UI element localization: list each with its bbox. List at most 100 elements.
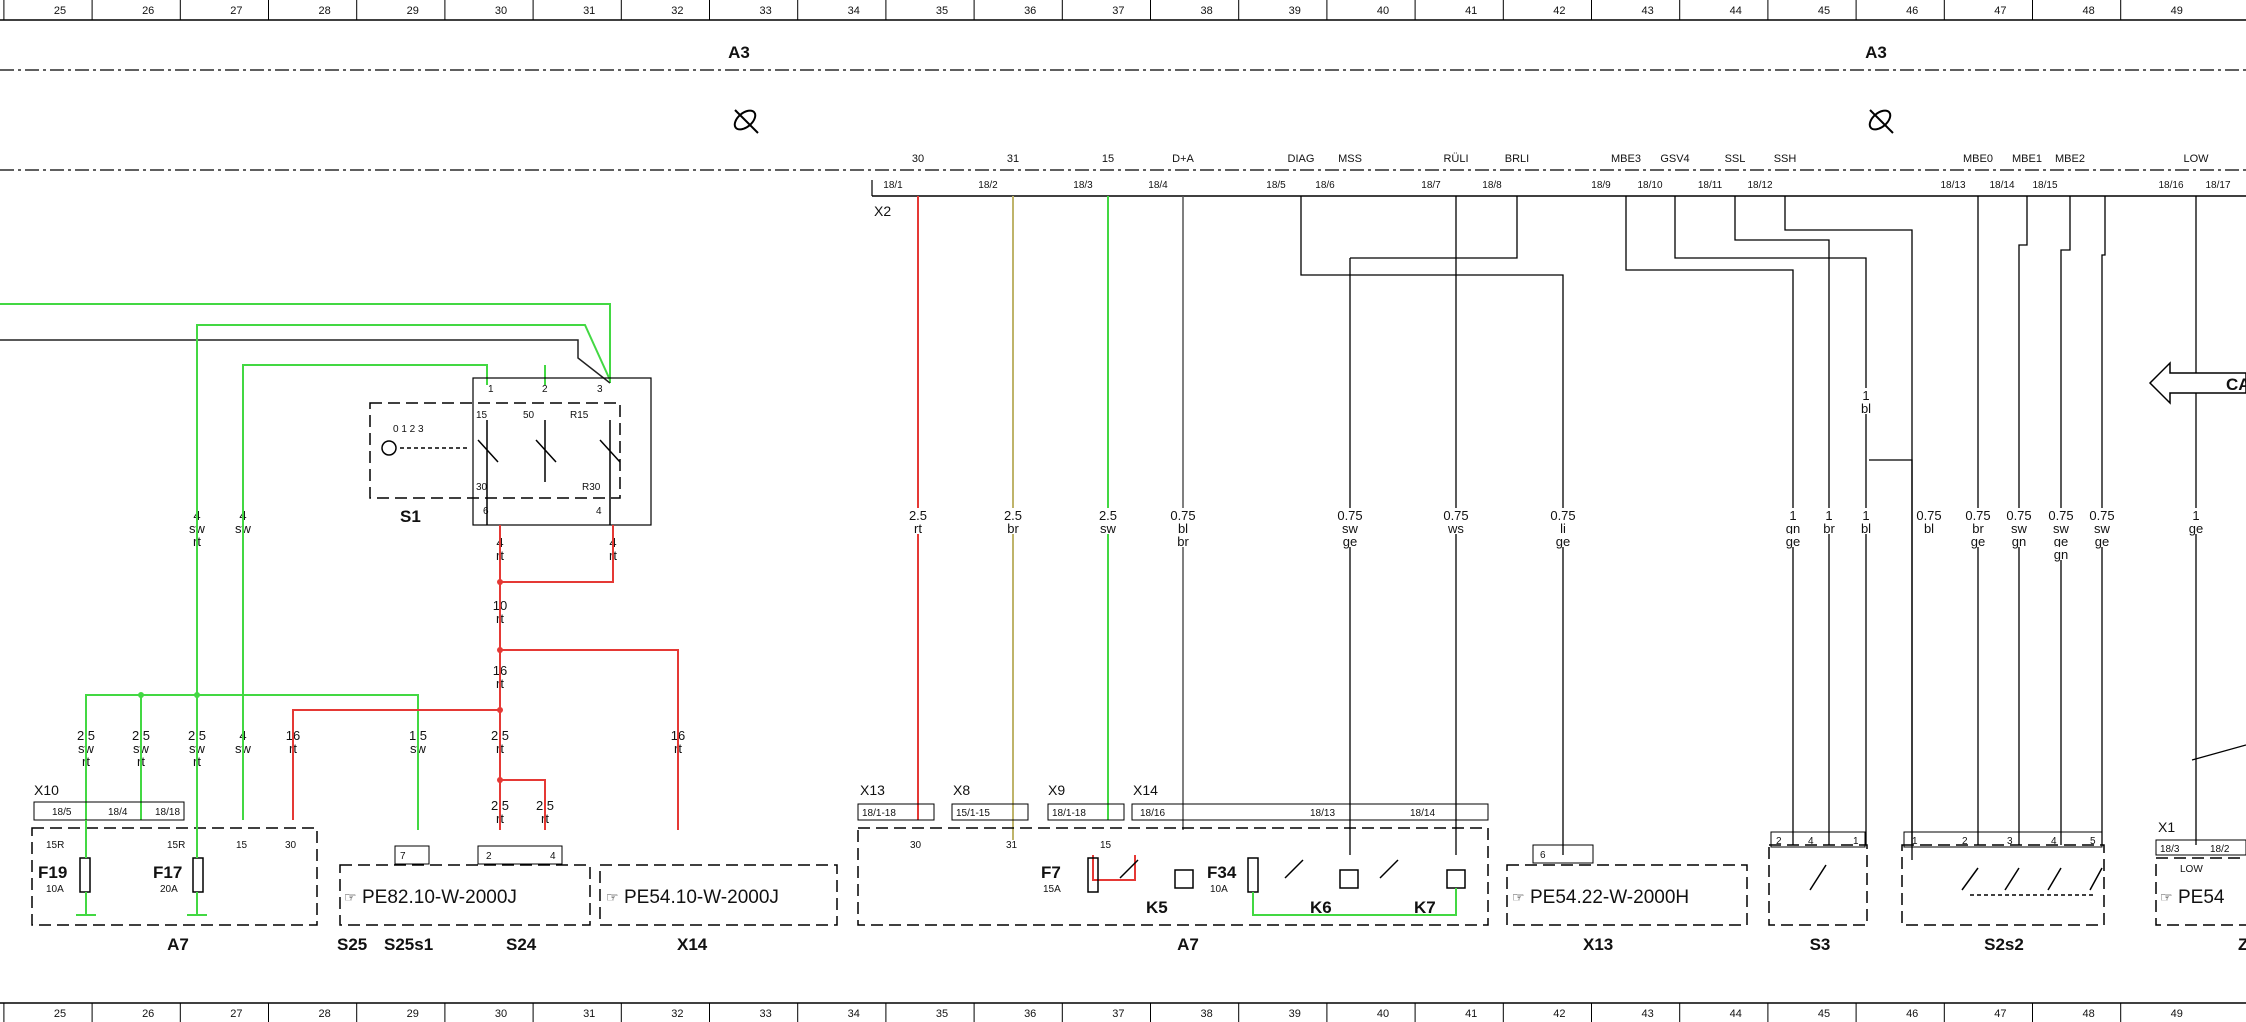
fuse-name: F7 [1041, 863, 1061, 882]
grid-number: 49 [2171, 5, 2183, 17]
grid-number: 30 [495, 1008, 507, 1020]
wire-label-text: bl [1861, 401, 1871, 416]
wire-label-bg [1967, 508, 1989, 521]
grid-number: 47 [1994, 1008, 2006, 1020]
component-label: X14 [677, 935, 708, 954]
connector: X13 [860, 782, 885, 798]
signal-name: MBE2 [2055, 153, 2085, 165]
ignition-wires [0, 303, 611, 830]
wire-label-bg [2050, 508, 2072, 521]
reference-code: PE82.10-W-2000J [362, 887, 517, 908]
wire-label-text: 2.5 [1099, 508, 1117, 523]
s1-term: 1 [488, 384, 494, 395]
reference-icon: ☞ [1512, 889, 1525, 905]
wire-label-text: gn [1786, 521, 1800, 536]
fuse-rating: 10A [1210, 884, 1228, 895]
wire-label: 2.5rt [907, 508, 929, 536]
pin: 15/1-15 [956, 808, 990, 819]
terminal: LOW [2180, 864, 2203, 875]
signal-name: MSS [1338, 153, 1362, 165]
wire-label-text: 0.75 [1170, 508, 1195, 523]
pin: 18/18 [155, 807, 180, 818]
terminal: 15 [1100, 840, 1112, 851]
wire-label-bg [1339, 508, 1361, 521]
pin: 5 [2090, 836, 2096, 847]
x2-pin: 18/3 [1073, 180, 1093, 191]
pin: 18/1-18 [862, 808, 896, 819]
wire-label-text: ge [2054, 534, 2068, 549]
relay-icon [1119, 859, 1466, 889]
grid-number: 42 [1553, 5, 1565, 17]
grid-number: 30 [495, 5, 507, 17]
wire-label-text: ws [1447, 521, 1464, 536]
s1-term: 15 [476, 410, 488, 421]
x2-pin: 18/9 [1591, 180, 1611, 191]
antenna-icon [733, 109, 759, 134]
grid-number: 49 [2171, 1008, 2183, 1020]
wire-label-bg [1918, 521, 1940, 534]
wire-label: 2.5br [1002, 508, 1024, 536]
wire-label-text: 0.75 [1550, 508, 1575, 523]
grid-number: 44 [1730, 5, 1742, 17]
grid-number: 26 [142, 1008, 154, 1020]
grid-number: 28 [318, 1008, 330, 1020]
s25-s24-module: 7 2 4 ☞ PE82.10-W-2000J S25 S25s1 S24 [337, 845, 591, 954]
pin: 4 [550, 851, 556, 862]
grid-number: 32 [671, 5, 683, 17]
s2s2-switch: 1 2 3 4 5 S2s2 [1901, 831, 2105, 954]
s1-positions: 0 1 2 3 [393, 424, 424, 435]
wire-label-text: 1 [2192, 508, 2199, 523]
connector: X8 [953, 782, 970, 798]
grid-number: 27 [230, 5, 242, 17]
grid-number: 36 [1024, 5, 1036, 17]
grid-number: 47 [1994, 5, 2006, 17]
wire-label-bg [1339, 521, 1361, 534]
signal-name: MBE0 [1963, 153, 1993, 165]
component-label: Z [2238, 935, 2246, 954]
wire-label-text: 2.5 [909, 508, 927, 523]
antenna-icon [1868, 109, 1894, 134]
grid-number: 38 [1200, 1008, 1212, 1020]
wire-label-bg [1855, 508, 1877, 521]
component-label: S24 [506, 935, 537, 954]
signal-name: SSH [1774, 153, 1797, 165]
wire-label-bg [1782, 508, 1804, 521]
grid-number: 38 [1200, 5, 1212, 17]
a3-boundary [0, 69, 2246, 171]
grid-number: 28 [318, 5, 330, 17]
s1-ignition-switch: S1 1 2 3 15 50 R15 30 R30 6 4 0 1 2 3 [369, 377, 652, 526]
wire-label-text: 1 [1789, 508, 1796, 523]
pin: 18/3 [2160, 844, 2180, 855]
grid-number: 46 [1906, 1008, 1918, 1020]
pin: 2 [1962, 836, 1968, 847]
wire-label-text: ge [2189, 521, 2203, 536]
x2-pin: 18/7 [1421, 180, 1441, 191]
x2-label: X2 [874, 203, 891, 219]
wire-label-text: br [1007, 521, 1019, 536]
wire-label-text: sw [2053, 521, 2070, 536]
wire-label: 1br [1818, 508, 1840, 536]
x2-pin: 18/6 [1315, 180, 1335, 191]
grid-number: 45 [1818, 5, 1830, 17]
pin: 18/2 [2210, 844, 2230, 855]
x14-module: ☞ PE54.10-W-2000J X14 [599, 864, 838, 954]
grid-number: 32 [671, 1008, 683, 1020]
wire-label-text: 1 [1862, 388, 1869, 403]
x13-module: 6 ☞ PE54.22-W-2000H X13 [1506, 844, 1748, 954]
terminal: 15R [46, 840, 64, 851]
grid-number: 29 [407, 5, 419, 17]
wire-label-text: ge [1556, 534, 1570, 549]
pin: 4 [1808, 836, 1814, 847]
wire-label-bg [1002, 521, 1024, 534]
wire-label-bg [1967, 521, 1989, 534]
pin: 18/5 [52, 807, 72, 818]
x2-pin: 18/5 [1266, 180, 1286, 191]
terminal: 31 [1006, 840, 1018, 851]
pin: 18/1-18 [1052, 808, 1086, 819]
grid-number: 44 [1730, 1008, 1742, 1020]
wire-label-bg [1552, 521, 1574, 534]
